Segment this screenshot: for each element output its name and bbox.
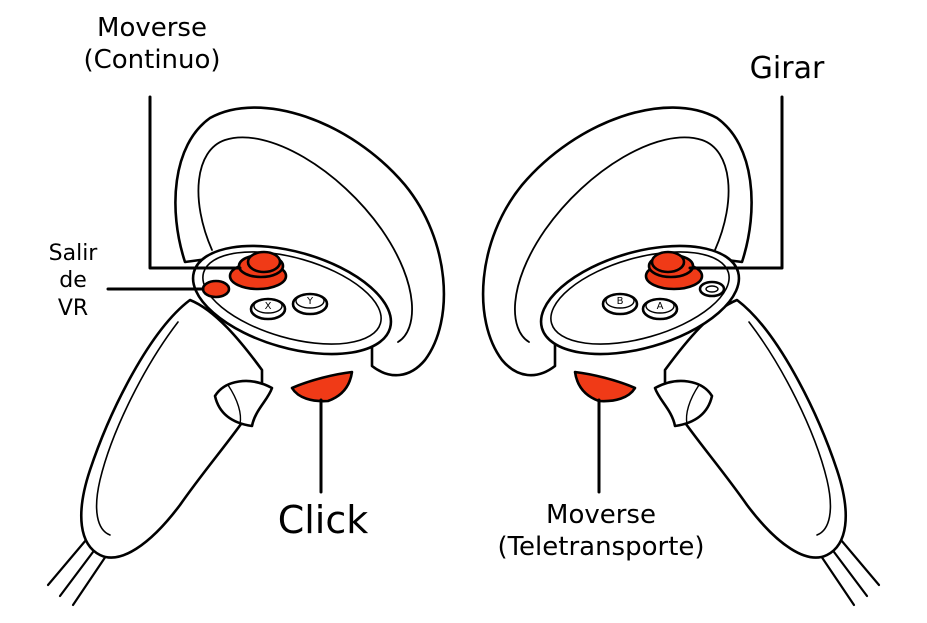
leader-left-stick: [148, 95, 242, 270]
label-exit-vr-line1: Salir: [48, 241, 98, 266]
leader-right-stick: [688, 95, 784, 270]
right-thumbstick[interactable]: [650, 250, 686, 274]
label-move-teleport-line2: (Teletransporte): [497, 531, 705, 562]
right-handle: [663, 298, 847, 559]
right-b-letter: B: [617, 296, 624, 307]
label-exit-vr: Salir de VR: [38, 240, 108, 322]
left-x-letter: X: [265, 301, 272, 312]
label-exit-vr-line2: de: [59, 268, 87, 294]
left-y-letter: Y: [306, 296, 314, 307]
left-grip-button[interactable]: [213, 379, 274, 428]
label-move-continuous-line2: (Continuo): [83, 44, 221, 75]
right-oculus-button[interactable]: [698, 280, 726, 298]
left-menu-button[interactable]: [201, 279, 231, 299]
label-move-continuous-line1: Moverse: [97, 13, 207, 43]
label-turn: Girar: [722, 51, 852, 88]
right-grip-button[interactable]: [653, 379, 714, 428]
right-cable: [819, 538, 881, 607]
label-exit-vr-line3: VR: [57, 295, 89, 321]
left-thumbstick[interactable]: [246, 250, 282, 274]
label-move-teleport: Moverse (Teletransporte): [466, 500, 736, 563]
label-turn-text: Girar: [749, 51, 825, 86]
left-controller: [46, 106, 446, 607]
right-a-letter: A: [657, 301, 664, 312]
left-handle: [80, 298, 264, 559]
left-trigger[interactable]: [290, 370, 354, 403]
right-controller: [481, 106, 881, 607]
right-trigger[interactable]: [573, 370, 637, 403]
label-move-teleport-line1: Moverse: [546, 500, 656, 530]
label-click: Click: [258, 497, 388, 543]
left-cable: [46, 538, 108, 607]
label-click-text: Click: [277, 498, 369, 542]
label-move-continuous: Moverse (Continuo): [54, 13, 250, 76]
